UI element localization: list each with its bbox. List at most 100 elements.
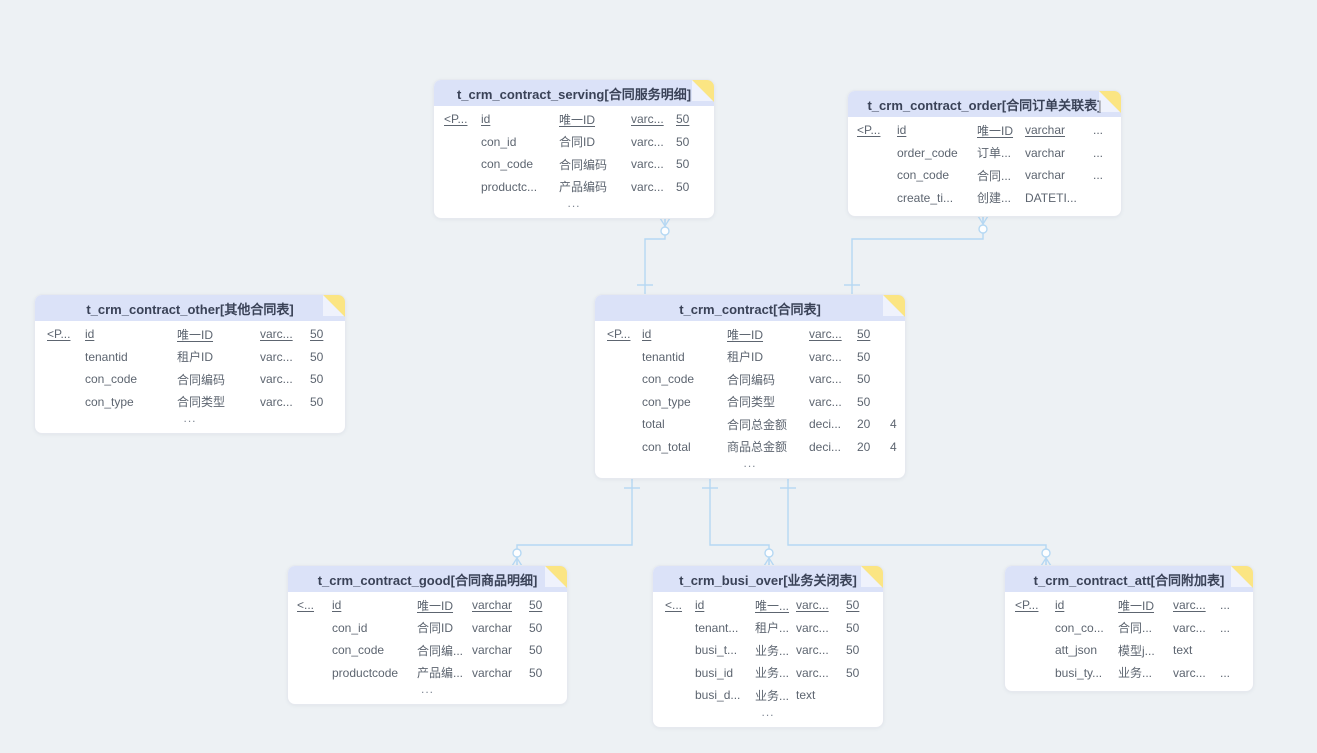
column-type: varchar xyxy=(1025,168,1066,183)
column-length: 50 xyxy=(857,372,871,387)
column-length: 50 xyxy=(846,643,860,658)
column-length: 50 xyxy=(310,372,324,387)
column-length: 50 xyxy=(857,394,871,409)
column-type: varc... xyxy=(796,643,829,658)
fold-corner-icon xyxy=(883,295,905,317)
column-comment: 唯一ID xyxy=(727,327,764,342)
column-type: deci... xyxy=(809,439,842,454)
table-title: t_crm_contract_serving[合同服务明细] xyxy=(456,86,692,102)
column-key: <P... xyxy=(607,327,631,342)
column-length: ... xyxy=(1093,123,1104,138)
column-type: varchar xyxy=(1025,123,1066,138)
column-type: varc... xyxy=(260,372,293,387)
table-header[interactable]: t_crm_contract_other[其他合同表] xyxy=(35,295,345,321)
column-length: 50 xyxy=(529,665,543,680)
column-name: create_ti... xyxy=(897,190,954,205)
table-header[interactable]: t_crm_contract_good[合同商品明细] xyxy=(288,566,567,592)
table-header[interactable]: t_crm_contract_att[合同附加表] xyxy=(1005,566,1253,592)
column-key: <P... xyxy=(444,112,468,127)
column-comment: 合同... xyxy=(1118,621,1153,636)
relationship-line-t_crm_contract-to-t_crm_contract_good[interactable] xyxy=(511,478,640,567)
column-length: 50 xyxy=(846,665,860,680)
column-length: 50 xyxy=(676,179,690,194)
column-name: id xyxy=(85,327,95,342)
column-name: id xyxy=(642,327,652,342)
fold-corner-icon xyxy=(861,566,883,588)
column-comment: 合同编码 xyxy=(727,372,776,387)
column-comment: 唯一ID xyxy=(177,327,214,342)
column-name: con_id xyxy=(481,134,517,149)
table-header[interactable]: t_crm_busi_over[业务关闭表] xyxy=(653,566,883,592)
fold-corner-icon xyxy=(323,295,345,317)
relationship-line-t_crm_contract_order-to-t_crm_contract[interactable] xyxy=(844,215,989,295)
column-type: varc... xyxy=(796,665,829,680)
relationship-line-t_crm_contract-to-t_crm_busi_over[interactable] xyxy=(702,478,775,567)
column-name: order_code xyxy=(897,145,958,160)
table-title: t_crm_busi_over[业务关闭表] xyxy=(679,572,857,588)
column-comment: 合同类型 xyxy=(727,395,776,410)
more-columns-ellipsis: ... xyxy=(743,456,757,470)
column-length: 50 xyxy=(857,349,871,364)
column-length: 50 xyxy=(310,349,324,364)
column-comment: 租户... xyxy=(755,621,790,636)
column-comment: 唯一... xyxy=(755,598,790,613)
table-title: t_crm_contract_good[合同商品明细] xyxy=(317,572,538,588)
column-type: text xyxy=(1173,643,1193,658)
column-length: 50 xyxy=(846,620,860,635)
column-comment: 模型j... xyxy=(1118,643,1155,658)
column-type: varchar xyxy=(1025,145,1066,160)
column-length: ... xyxy=(1220,665,1231,680)
column-comment: 租户ID xyxy=(177,350,214,365)
column-length: 50 xyxy=(676,157,690,172)
column-type: varc... xyxy=(1173,665,1206,680)
column-extra: 4 xyxy=(890,439,897,454)
fold-corner-icon xyxy=(545,566,567,588)
table-header[interactable]: t_crm_contract[合同表] xyxy=(595,295,905,321)
column-name: tenantid xyxy=(85,349,128,364)
more-columns-ellipsis: ... xyxy=(567,196,581,210)
table-header[interactable]: t_crm_contract_serving[合同服务明细] xyxy=(434,80,714,106)
column-type: varc... xyxy=(631,112,664,127)
column-length: 50 xyxy=(310,394,324,409)
column-type: varc... xyxy=(631,134,664,149)
table-header[interactable]: t_crm_contract_order[合同订单关联表] xyxy=(848,91,1121,117)
column-name: busi_d... xyxy=(695,688,741,703)
column-type: varc... xyxy=(809,372,842,387)
column-row: tenantid 租户ID varc... 50 xyxy=(35,346,345,369)
column-key: <P... xyxy=(857,123,881,138)
column-length: 20 xyxy=(857,417,871,432)
column-length: 50 xyxy=(846,598,860,613)
column-name: id xyxy=(481,112,491,127)
crow-foot-many-marker xyxy=(763,548,775,567)
column-type: varchar xyxy=(472,598,513,613)
column-name: busi_id xyxy=(695,665,734,680)
relationship-line-t_crm_contract-to-t_crm_contract_att[interactable] xyxy=(780,478,1052,567)
more-columns-ellipsis: ... xyxy=(183,411,197,425)
column-extra: 4 xyxy=(890,417,897,432)
table-title: t_crm_contract_other[其他合同表] xyxy=(86,301,294,317)
relationship-line-t_crm_contract_serving-to-t_crm_contract[interactable] xyxy=(637,217,671,295)
fold-corner-icon xyxy=(1231,566,1253,588)
crow-foot-many-marker xyxy=(659,217,671,236)
column-type: varc... xyxy=(260,349,293,364)
